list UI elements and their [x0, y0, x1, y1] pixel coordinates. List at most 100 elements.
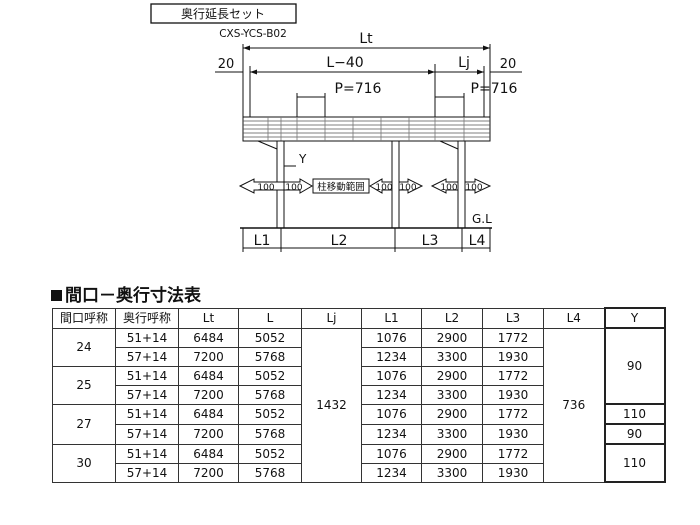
depth-cell: 51+14 — [115, 365, 179, 386]
table-row: 57+14 7200 5768 1234 3300 1930 — [53, 462, 665, 483]
lt-cell: 6484 — [178, 443, 239, 464]
col-header: L1 — [361, 307, 422, 329]
carport-side-diagram: 奥行延長セット CXS-YCS-B02 Lt L−40 Lj 20 20 P=7… — [150, 3, 522, 252]
lt-cell: 6484 — [178, 365, 239, 386]
l-minus-label: L−40 — [326, 55, 363, 71]
arrow-value: 100 — [440, 183, 457, 193]
l3-cell: 1772 — [482, 443, 544, 464]
move-range-box — [312, 178, 370, 194]
l3-cell: 1930 — [482, 462, 544, 483]
col-header: 奥行呼称 — [115, 307, 179, 329]
square-bullet-icon — [51, 290, 62, 301]
move-arrow-left — [430, 178, 459, 194]
offset-right-label: 20 — [500, 57, 517, 72]
p-left-label: P=716 — [335, 81, 382, 97]
l4-label: L4 — [469, 233, 486, 249]
arrow-head — [428, 69, 435, 75]
arrow-value: 100 — [465, 183, 482, 193]
l3-cell: 1772 — [482, 365, 544, 386]
col-header: L — [238, 307, 302, 329]
l3-cell: 1772 — [482, 403, 544, 425]
post-middle — [391, 140, 400, 229]
table-row: 25 51+14 6484 5052 1076 2900 1772 — [52, 365, 665, 405]
l2-cell: 2900 — [421, 327, 483, 348]
arrow-head — [250, 69, 257, 75]
l1-label: L1 — [254, 233, 271, 249]
l-cell: 5052 — [238, 365, 302, 386]
y-cell: 110 — [603, 403, 666, 425]
l1-cell: 1076 — [361, 443, 422, 464]
lt-cell: 6484 — [178, 327, 239, 348]
table-title: 間口－奥行寸法表 — [51, 281, 201, 306]
lj-cell: 1432 — [301, 327, 362, 483]
table-row: 24 51+14 6484 5052 1432 1076 2900 1772 7… — [52, 327, 666, 483]
brace-right — [439, 140, 459, 150]
col-header: L4 — [543, 307, 605, 329]
post-right — [457, 140, 466, 229]
lt-cell: 7200 — [178, 384, 239, 405]
l-cell: 5768 — [238, 462, 302, 483]
lt-cell: 7200 — [178, 423, 239, 445]
frontage-cell: 25 — [52, 365, 116, 405]
l2-cell: 3300 — [421, 384, 483, 405]
l-cell: 5768 — [238, 423, 302, 445]
gl-label: G.L — [472, 212, 492, 226]
l-cell: 5052 — [238, 403, 302, 425]
l1-cell: 1234 — [361, 462, 422, 483]
lt-cell: 6484 — [178, 403, 239, 425]
arrow-head — [483, 45, 490, 51]
col-header: L3 — [482, 307, 544, 329]
table-title-text: 間口－奥行寸法表 — [65, 286, 201, 306]
l3-cell: 1930 — [482, 346, 544, 367]
l1-cell: 1076 — [361, 365, 422, 386]
arrow-head — [243, 45, 250, 51]
l3-cell: 1930 — [482, 384, 544, 405]
table-row: 57+14 7200 5768 1234 3300 1930 90 — [53, 423, 666, 445]
arrow-value: 100 — [285, 183, 302, 193]
model-code: CXS-YCS-B02 — [219, 28, 287, 40]
l-cell: 5052 — [238, 443, 302, 464]
col-header: 間口呼称 — [52, 307, 116, 329]
arrow-value: 100 — [257, 183, 274, 193]
lj-label: Lj — [458, 55, 470, 71]
table-row: 30 51+14 6484 5052 1076 2900 1772 110 — [52, 443, 666, 483]
arrow-value: 100 — [375, 183, 392, 193]
l1-cell: 1234 — [361, 346, 422, 367]
l1-cell: 1076 — [361, 327, 422, 348]
move-arrow-right — [283, 178, 313, 194]
l2-cell: 2900 — [421, 403, 483, 425]
set-title: 奥行延長セット — [181, 7, 265, 21]
depth-cell: 57+14 — [115, 462, 179, 483]
l-cell: 5768 — [238, 346, 302, 367]
l3-cell: 1772 — [482, 327, 544, 348]
y-cell: 90 — [603, 423, 666, 445]
l-cell: 5052 — [238, 327, 302, 348]
table-header-row: 間口呼称 奥行呼称 Lt L Lj L1 L2 L3 L4 Y — [52, 307, 666, 329]
l-cell: 5768 — [238, 384, 302, 405]
l2-cell: 2900 — [421, 443, 483, 464]
y-label: Y — [298, 152, 307, 166]
l2-label: L2 — [331, 233, 348, 249]
l3-label: L3 — [422, 233, 439, 249]
move-arrow-right — [398, 178, 424, 194]
l2-cell: 2900 — [421, 365, 483, 386]
depth-cell: 51+14 — [115, 443, 179, 464]
frontage-cell: 24 — [52, 327, 116, 367]
table-row: 57+14 7200 5768 1234 3300 1930 — [53, 346, 665, 367]
rafter-ticks — [267, 117, 465, 141]
p-right-label: P=716 — [471, 81, 518, 97]
set-title-box — [150, 3, 297, 24]
y-cell: 110 — [603, 443, 666, 483]
brace-left — [257, 140, 278, 150]
arrow-head — [477, 69, 484, 75]
col-header: L2 — [421, 307, 483, 329]
depth-cell: 57+14 — [115, 346, 179, 367]
l2-cell: 3300 — [421, 423, 483, 445]
l2-cell: 3300 — [421, 462, 483, 483]
l1-cell: 1076 — [361, 403, 422, 425]
l4-cell: 736 — [543, 327, 605, 483]
col-header-y: Y — [603, 307, 666, 329]
frontage-cell: 30 — [52, 443, 116, 483]
depth-cell: 57+14 — [115, 384, 179, 405]
col-header: Lt — [178, 307, 239, 329]
